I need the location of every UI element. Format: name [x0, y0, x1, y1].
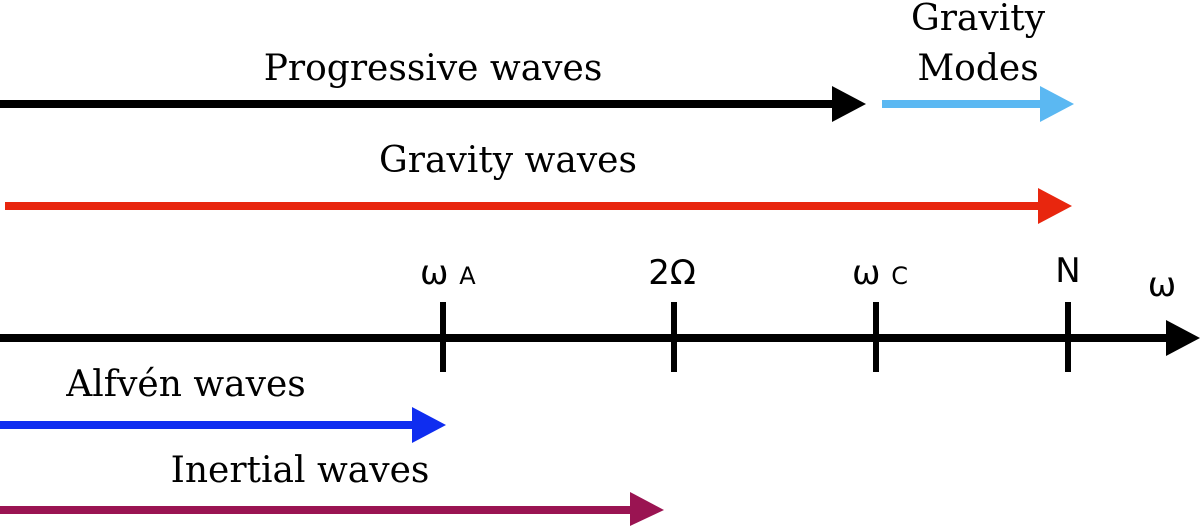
progressive-waves-label: Progressive waves: [264, 48, 603, 89]
tick-omega-a-sub: A: [459, 262, 476, 290]
progressive-waves-range: Progressive waves: [0, 48, 866, 122]
frequency-axis-arrow-head: [1166, 320, 1200, 356]
tick-two-omega: 2Ω: [648, 253, 696, 372]
alfven-waves-label: Alfvén waves: [65, 364, 306, 405]
inertial-waves-range: Inertial waves: [0, 450, 664, 526]
tick-n-label: N: [1055, 251, 1080, 291]
gravity-modes-arrow-head: [1040, 86, 1074, 122]
tick-omega-c-label: ω C: [852, 253, 908, 293]
tick-omega-a-main: ω: [420, 253, 448, 293]
tick-omega-c: ω C: [852, 253, 908, 372]
tick-two-omega-label: 2Ω: [648, 253, 696, 293]
gravity-waves-label: Gravity waves: [379, 140, 637, 181]
gravity-modes-range: Gravity Modes: [882, 0, 1074, 122]
gravity-waves-range: Gravity waves: [5, 140, 1072, 224]
gravity-modes-label-line-2: Modes: [917, 48, 1038, 89]
gravity-modes-label-line-1: Gravity: [911, 0, 1046, 39]
progressive-waves-arrow-head: [832, 86, 866, 122]
alfven-waves-arrow-head: [412, 407, 446, 443]
inertial-waves-arrow-head: [630, 492, 664, 526]
alfven-waves-range: Alfvén waves: [0, 364, 446, 443]
inertial-waves-label: Inertial waves: [171, 450, 430, 491]
gravity-waves-arrow-head: [1038, 188, 1072, 224]
tick-omega-c-main: ω: [852, 253, 880, 293]
frequency-axis: ω ω A 2Ω ω C N: [0, 251, 1200, 372]
tick-omega-a: ω A: [420, 253, 476, 372]
tick-n: N: [1055, 251, 1081, 372]
tick-omega-a-label: ω A: [420, 253, 476, 293]
frequency-axis-label: ω: [1148, 265, 1176, 305]
tick-omega-c-sub: C: [891, 262, 908, 290]
